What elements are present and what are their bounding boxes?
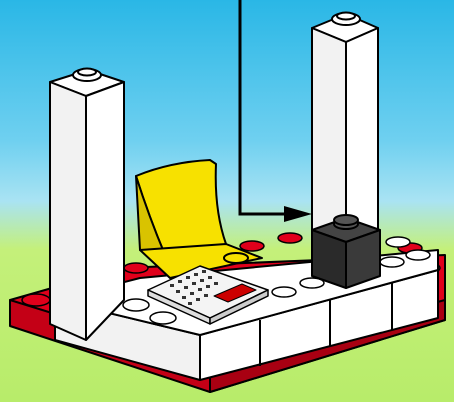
dark-gray-brick xyxy=(312,215,380,288)
left-white-pillar xyxy=(50,69,124,341)
